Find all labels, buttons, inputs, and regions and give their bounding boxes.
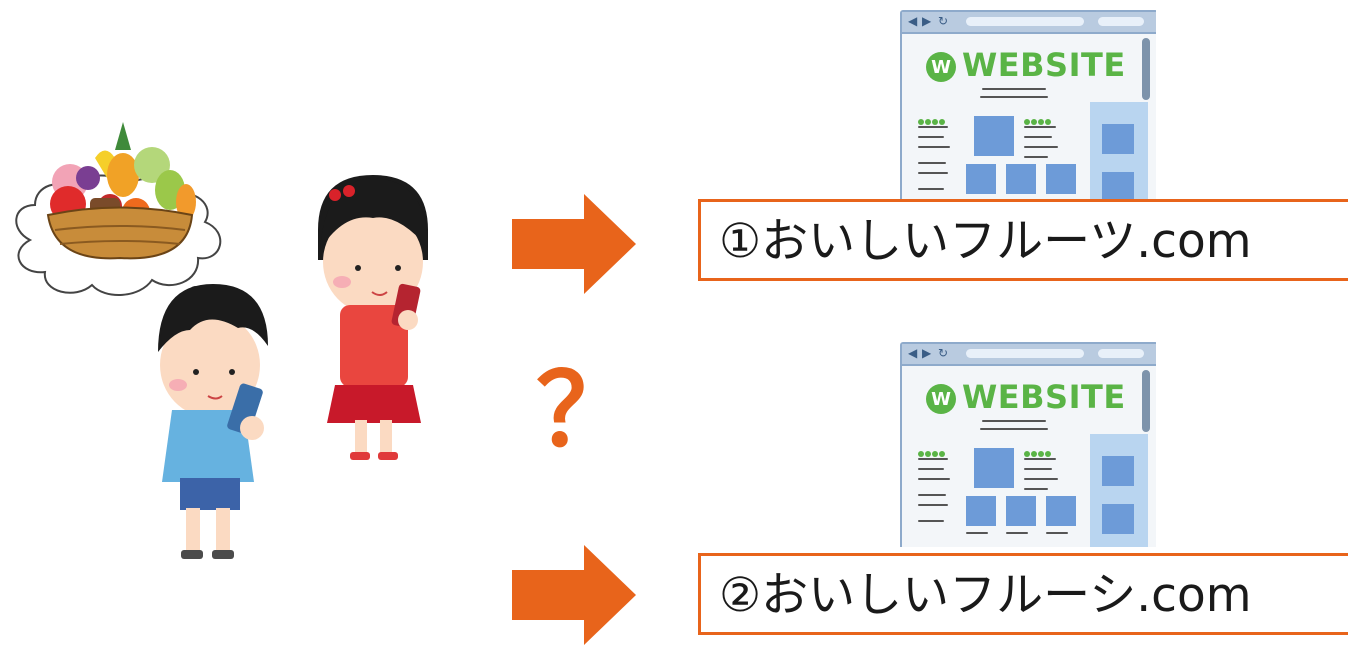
search-bar	[1098, 17, 1144, 26]
sidebar-panel	[1090, 434, 1148, 547]
scrollbar	[1142, 370, 1150, 432]
website-thumbnail-1: ◀ ▶ ↻ W WEBSITE	[900, 10, 1156, 215]
reload-icon: ↻	[938, 14, 949, 28]
address-bar	[966, 17, 1084, 26]
right-arrow-icon	[512, 545, 636, 645]
question-mark: ？	[536, 352, 636, 469]
domain-option-1: ①おいしいフルーツ.com	[698, 199, 1348, 281]
website-logo-icon: W	[926, 384, 956, 414]
address-bar	[966, 349, 1084, 358]
back-icon: ◀	[908, 14, 918, 28]
website-title: WEBSITE	[962, 46, 1126, 84]
website-thumbnail-2: ◀ ▶ ↻ W WEBSITE	[900, 342, 1156, 547]
browser-toolbar: ◀ ▶ ↻	[902, 12, 1156, 34]
right-arrow-icon	[512, 194, 636, 294]
reload-icon: ↻	[938, 346, 949, 360]
boy-with-phone-icon	[158, 284, 268, 559]
browser-toolbar: ◀ ▶ ↻	[902, 344, 1156, 366]
domain-option-2: ②おいしいフルーシ.com	[698, 553, 1348, 635]
fruit-basket-icon	[46, 122, 196, 260]
domain-label: ①おいしいフルーツ.com	[719, 214, 1252, 269]
domain-label: ②おいしいフルーシ.com	[719, 568, 1252, 623]
forward-icon: ▶	[922, 346, 932, 360]
website-logo-icon: W	[926, 52, 956, 82]
back-icon: ◀	[908, 346, 918, 360]
girl-with-phone-icon	[318, 175, 428, 460]
sidebar-panel	[1090, 102, 1148, 215]
scrollbar	[1142, 38, 1150, 100]
kids-illustration	[15, 122, 428, 559]
website-title: WEBSITE	[962, 378, 1126, 416]
forward-icon: ▶	[922, 14, 932, 28]
search-bar	[1098, 349, 1144, 358]
